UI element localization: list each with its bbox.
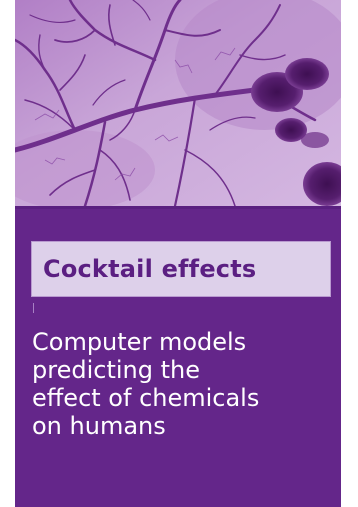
vein-tissue-image	[15, 0, 341, 206]
banner-title[interactable]: Cocktail effects	[43, 255, 257, 283]
banner-description: Computer models predicting the effect of…	[32, 328, 260, 440]
image-divider	[15, 206, 341, 209]
cocktail-effects-banner[interactable]: Cocktail effects Computer models predict…	[15, 0, 341, 507]
title-bar: Cocktail effects	[31, 241, 331, 297]
decorative-tick	[33, 303, 34, 313]
